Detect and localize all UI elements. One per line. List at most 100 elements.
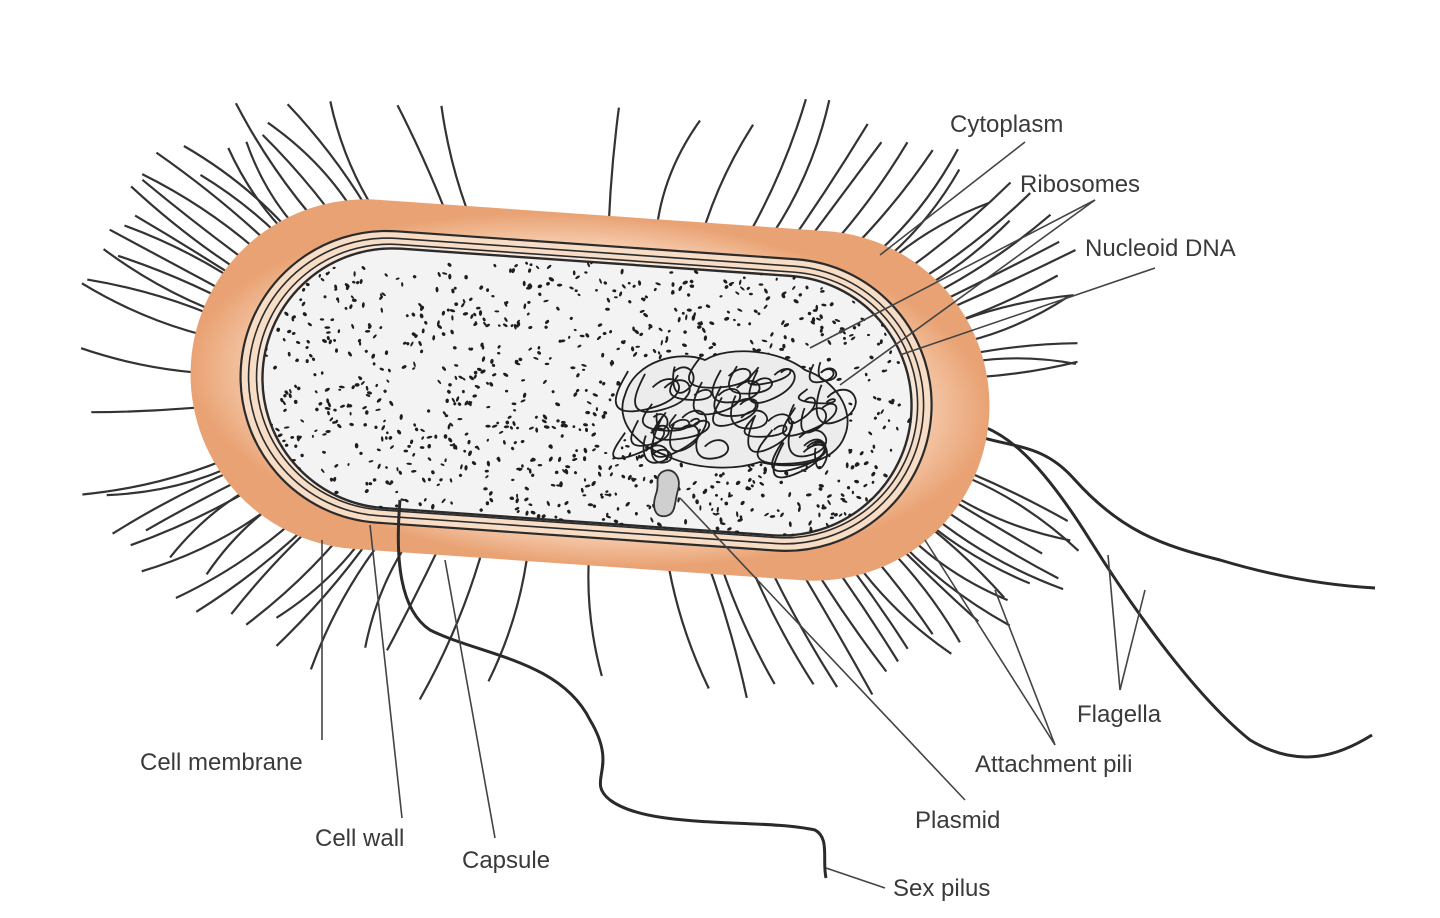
ribosome xyxy=(867,333,870,337)
ribosome xyxy=(395,504,399,508)
ribosome xyxy=(327,410,330,416)
ribosome xyxy=(572,453,577,458)
ribosome xyxy=(582,368,586,371)
ribosome xyxy=(338,385,345,389)
ribosome xyxy=(481,356,486,362)
ribosome xyxy=(411,312,416,317)
label-cell-membrane: Cell membrane xyxy=(140,749,303,776)
ribosome xyxy=(812,309,818,312)
ribosome xyxy=(354,383,360,387)
ribosome xyxy=(507,415,512,419)
ribosome xyxy=(473,370,478,375)
ribosome xyxy=(347,463,350,466)
ribosome xyxy=(336,297,339,301)
ribosome xyxy=(276,327,281,332)
ribosome xyxy=(632,326,635,332)
ribosome xyxy=(395,490,399,494)
ribosome xyxy=(318,273,321,278)
ribosome xyxy=(361,302,365,308)
ribosome xyxy=(521,464,524,468)
ribosome xyxy=(859,451,864,456)
ribosome xyxy=(520,399,526,403)
ribosome xyxy=(637,454,641,459)
ribosome xyxy=(263,354,269,357)
ribosome xyxy=(555,402,561,407)
ribosome xyxy=(437,379,442,385)
ribosome xyxy=(526,312,530,316)
ribosome xyxy=(816,504,820,508)
ribosome xyxy=(851,490,855,495)
ribosome xyxy=(584,484,591,488)
dna-strand xyxy=(652,412,669,431)
ribosome xyxy=(724,316,730,321)
ribosome xyxy=(599,493,603,496)
ribosome xyxy=(462,299,466,304)
ribosome xyxy=(439,478,443,482)
ribosome xyxy=(509,426,513,430)
ribosome xyxy=(872,444,876,449)
ribosome xyxy=(462,389,465,394)
ribosome xyxy=(790,337,795,343)
ribosome xyxy=(440,463,445,466)
ribosome xyxy=(738,279,742,286)
ribosome xyxy=(809,528,812,532)
ribosome xyxy=(551,425,557,430)
ribosome xyxy=(457,417,463,421)
ribosome xyxy=(478,310,483,316)
ribosome xyxy=(364,349,368,353)
ribosome xyxy=(498,430,504,434)
ribosome xyxy=(528,426,534,430)
ribosome xyxy=(769,343,773,349)
ribosome xyxy=(389,400,394,407)
ribosome xyxy=(412,275,417,279)
ribosome xyxy=(469,297,473,302)
ribosome xyxy=(497,457,501,462)
dna-strand xyxy=(688,354,752,389)
ribosome xyxy=(379,367,384,371)
ribosome xyxy=(871,480,875,484)
ribosome xyxy=(757,312,761,316)
ribosome xyxy=(349,411,352,416)
ribosome xyxy=(474,446,478,449)
ribosome xyxy=(375,383,378,388)
ribosome xyxy=(852,326,857,330)
ribosome xyxy=(543,299,549,303)
ribosome xyxy=(485,501,490,506)
ribosome xyxy=(684,519,688,525)
ribosome xyxy=(613,519,619,524)
dna-strand xyxy=(772,438,826,479)
ribosome xyxy=(481,345,485,350)
ribosome xyxy=(780,512,784,518)
ribosome xyxy=(598,380,603,384)
ribosome xyxy=(347,351,352,357)
ribosome xyxy=(322,450,326,454)
ribosome xyxy=(516,320,521,327)
ribosome xyxy=(323,295,327,299)
ribosome xyxy=(365,410,369,415)
dna-strand xyxy=(817,361,838,382)
ribosome xyxy=(537,346,541,350)
ribosome xyxy=(418,340,422,347)
ribosome xyxy=(616,507,620,511)
ribosome xyxy=(556,484,561,487)
cell-wall-inner xyxy=(247,237,925,545)
ribosome xyxy=(714,473,718,477)
ribosome xyxy=(573,328,577,332)
ribosome xyxy=(643,312,649,318)
ribosome xyxy=(543,379,547,384)
dna-strand xyxy=(612,427,666,460)
ribosome xyxy=(468,400,472,407)
ribosome xyxy=(376,398,382,403)
ribosome xyxy=(427,443,432,449)
ribosome xyxy=(377,463,381,470)
ribosome xyxy=(578,428,582,432)
ribosome xyxy=(328,339,332,345)
ribosome xyxy=(686,293,691,297)
ribosome xyxy=(726,481,729,485)
ribosome xyxy=(347,404,353,408)
ribosome xyxy=(360,381,365,385)
ribosome xyxy=(528,325,533,330)
ribosome xyxy=(652,348,657,354)
ribosome xyxy=(334,464,339,468)
ribosome xyxy=(658,327,663,332)
